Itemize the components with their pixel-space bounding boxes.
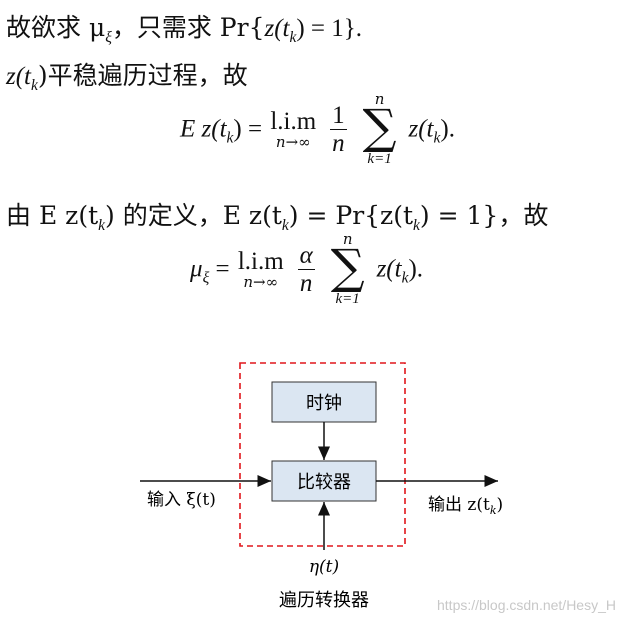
- fraction-2: α n: [297, 241, 315, 298]
- lim-operator-2: l.i.m n→∞: [238, 249, 284, 291]
- eq2-end: ).: [408, 255, 424, 283]
- output-label-sub: k: [490, 504, 497, 517]
- lim2-top: l.i.m: [237, 248, 284, 276]
- lim-top: l.i.m: [270, 108, 317, 136]
- frac1-num: 1: [330, 101, 347, 130]
- sum-operator-1: n ∑ k=1: [363, 92, 397, 168]
- eq1-end: ).: [440, 115, 455, 143]
- frac2-num: α: [297, 241, 315, 270]
- line1-k: k: [289, 29, 297, 46]
- output-label-end: ): [497, 495, 504, 515]
- line2-k: k: [31, 77, 38, 94]
- eq2-eq: =: [209, 255, 236, 283]
- sum2-sigma: ∑: [330, 240, 365, 295]
- line1-sub: ξ: [105, 29, 112, 46]
- line4-k2: k: [281, 217, 289, 234]
- eq1-k: k: [226, 129, 234, 147]
- output-label: 输出 z(tk): [428, 495, 503, 517]
- line4-b: ) 的定义，E z(t: [105, 201, 282, 230]
- eq2-rk: k: [401, 269, 409, 287]
- line4-c: ) = Pr{z(t: [288, 201, 414, 230]
- eq2-right: z(t: [376, 255, 402, 283]
- equation-2: μξ = l.i.m n→∞ α n n ∑ k=1 z(tk).: [190, 232, 423, 308]
- ergodic-converter-diagram: 时钟 比较器 输入 ξ(t) 输出 z(tk) η(t) 遍历转换器: [140, 362, 503, 611]
- line1-tail: ) = 1}.: [296, 15, 363, 42]
- eta-label: η(t): [309, 557, 339, 577]
- sum1-lo: k=1: [367, 150, 392, 167]
- eq1-rk: k: [433, 129, 441, 147]
- sum-operator-2: n ∑ k=1: [331, 232, 365, 308]
- eq1-right: z(t: [408, 115, 434, 143]
- watermark: https://blog.csdn.net/Hesy_H: [437, 597, 616, 613]
- eq2-left: μ: [190, 255, 203, 283]
- clock-label: 时钟: [306, 393, 342, 414]
- eq1-eq: ) =: [233, 115, 269, 143]
- line4-k3: k: [413, 217, 420, 234]
- clock-box: [271, 381, 377, 423]
- equation-1: E z(tk) = l.i.m n→∞ 1 n n ∑ k=1 z(tk).: [180, 92, 455, 168]
- text-line-4: 由 E z(tk) 的定义，E z(tk) = Pr{z(tk) = 1}，故: [6, 196, 548, 235]
- line1-expr: z(t: [264, 15, 290, 42]
- line2-tail: )平稳遍历过程，故: [37, 61, 248, 90]
- comparator-box: [271, 460, 377, 502]
- eq2-sub: ξ: [202, 269, 210, 287]
- sum2-lo: k=1: [335, 290, 360, 307]
- lim-bot: n→∞: [275, 133, 311, 152]
- lim-operator: l.i.m n→∞: [270, 109, 316, 151]
- text-line-1: 故欲求 μξ，只需求 Pr{z(tk) = 1}.: [6, 8, 362, 47]
- fraction-1: 1 n: [330, 101, 347, 158]
- eq1-left: E z(t: [180, 115, 227, 143]
- line2-expr: z(t: [6, 63, 31, 90]
- converter-label: 遍历转换器: [279, 590, 369, 611]
- line4-k: k: [98, 217, 106, 234]
- output-label-main: 输出 z(t: [428, 495, 490, 515]
- frac1-den: n: [332, 129, 345, 157]
- line4-d: ) = 1}，故: [419, 201, 549, 230]
- line4-a: 由 E z(t: [6, 201, 99, 230]
- line1-prefix: 故欲求 μ: [6, 13, 106, 42]
- frac2-den: n: [299, 269, 313, 297]
- lim2-bot: n→∞: [243, 273, 279, 292]
- input-label: 输入 ξ(t): [147, 490, 216, 510]
- comparator-label: 比较器: [297, 472, 351, 493]
- line1-mid: ，只需求 Pr{: [111, 13, 265, 42]
- sum1-up: n: [374, 90, 385, 108]
- converter-boundary: [239, 362, 406, 547]
- sum1-sigma: ∑: [362, 100, 397, 155]
- text-line-2: z(tk)平稳遍历过程，故: [6, 56, 248, 95]
- sum2-up: n: [342, 230, 353, 248]
